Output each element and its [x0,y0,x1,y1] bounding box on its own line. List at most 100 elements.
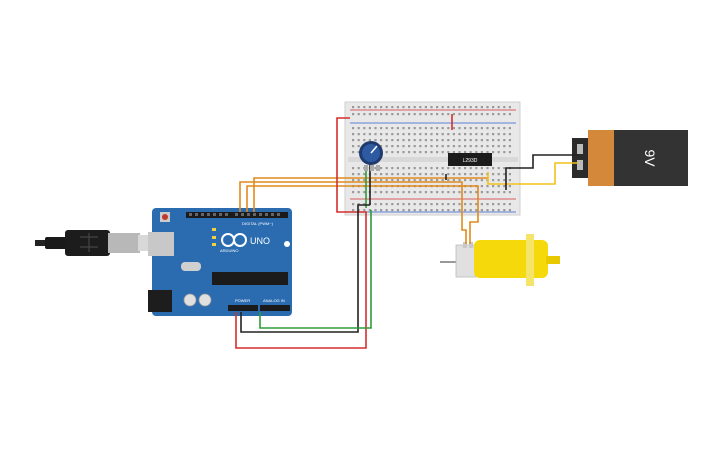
wire-black-battery[interactable] [505,154,578,190]
breadboard-hole [464,151,467,154]
breadboard-hole [408,139,411,142]
arduino-uno-board[interactable]: DIGITAL (PWM~) UNO ARDUINO POWER ANALOG … [148,208,292,316]
breadboard-hole [436,113,439,116]
wire-orange-a[interactable] [239,181,467,244]
breadboard-hole [374,203,377,206]
breadboard-hole [497,145,500,148]
breadboard-hole [503,209,506,212]
breadboard-hole [391,127,394,130]
breadboard-hole [441,173,444,176]
breadboard-hole [374,113,377,116]
breadboard-hole [480,151,483,154]
breadboard-hole [424,203,427,206]
breadboard-hole [486,203,489,206]
breadboard-hole [441,113,444,116]
breadboard-hole [385,191,388,194]
breadboard-hole [480,209,483,212]
breadboard-hole [385,179,388,182]
breadboard-hole [413,145,416,148]
breadboard-hole [497,179,500,182]
breadboard-hole [436,203,439,206]
breadboard-hole [374,106,377,109]
breadboard-hole [475,191,478,194]
breadboard-hole [492,145,495,148]
wire-black-gnd[interactable] [240,204,370,333]
breadboard-hole [447,173,450,176]
wire-red-5v[interactable] [235,117,367,349]
breadboard-hole [475,145,478,148]
breadboard-hole [497,139,500,142]
breadboard-hole [503,127,506,130]
l293d-label: L293D [463,158,478,164]
breadboard-hole [374,179,377,182]
breadboard-hole [430,173,433,176]
breadboard-hole [424,173,427,176]
wire-green-a0[interactable] [259,210,372,329]
dc-gear-motor[interactable] [440,234,560,286]
wire-orange-c[interactable] [253,177,488,212]
motor-output-shaft [546,256,560,264]
l293d-chip[interactable]: L293D [448,153,492,166]
wire-yellow[interactable] [487,162,578,185]
breadboard-hole [508,106,511,109]
breadboard-hole [391,173,394,176]
breadboard-hole [357,179,360,182]
breadboard-hole [508,179,511,182]
breadboard-hole [469,209,472,212]
breadboard-hole [452,191,455,194]
breadboard-hole [469,127,472,130]
breadboard-hole [436,151,439,154]
usb-cable[interactable] [35,230,150,256]
breadboard-hole [352,191,355,194]
breadboard-hole [352,209,355,212]
breadboard-hole [380,127,383,130]
breadboard-hole [486,209,489,212]
usb-port [148,232,174,256]
pot-pin-2 [370,165,374,171]
potentiometer[interactable] [359,141,383,171]
breadboard-hole [391,179,394,182]
breadboard-hole [503,179,506,182]
breadboard-hole [480,185,483,188]
breadboard-hole [475,113,478,116]
wire-orange-b[interactable] [246,185,479,244]
breadboard-hole [458,106,461,109]
breadboard-hole [447,203,450,206]
battery-9v[interactable]: 9V [572,130,688,186]
breadboard-hole [503,203,506,206]
breadboard-hole [391,106,394,109]
breadboard-hole [475,139,478,142]
breadboard-hole [430,179,433,182]
breadboard-hole [352,139,355,142]
breadboard-hole [480,203,483,206]
breadboard-hole [408,113,411,116]
breadboard-hole [464,139,467,142]
breadboard-hole [497,106,500,109]
breadboard-hole [402,151,405,154]
usb-plug-metal [108,233,140,253]
breadboard-hole [480,179,483,182]
breadboard-hole [430,151,433,154]
breadboard-hole [357,127,360,130]
breadboard-hole [413,106,416,109]
breadboard-hole [508,209,511,212]
breadboard-hole [469,113,472,116]
breadboard-hole [508,191,511,194]
breadboard-hole [503,145,506,148]
breadboard-hole [441,151,444,154]
breadboard-hole [447,106,450,109]
breadboard-hole [492,191,495,194]
pot-indicator [370,145,378,154]
reset-button[interactable] [162,214,168,220]
breadboard-hole [492,151,495,154]
breadboard-hole [391,191,394,194]
breadboard-hole [497,185,500,188]
breadboard-hole [469,133,472,136]
breadboard-hole [441,179,444,182]
breadboard-hole [408,106,411,109]
breadboard-hole [475,203,478,206]
breadboard-hole [424,145,427,148]
breadboard-hole [436,133,439,136]
breadboard-hole [408,151,411,154]
